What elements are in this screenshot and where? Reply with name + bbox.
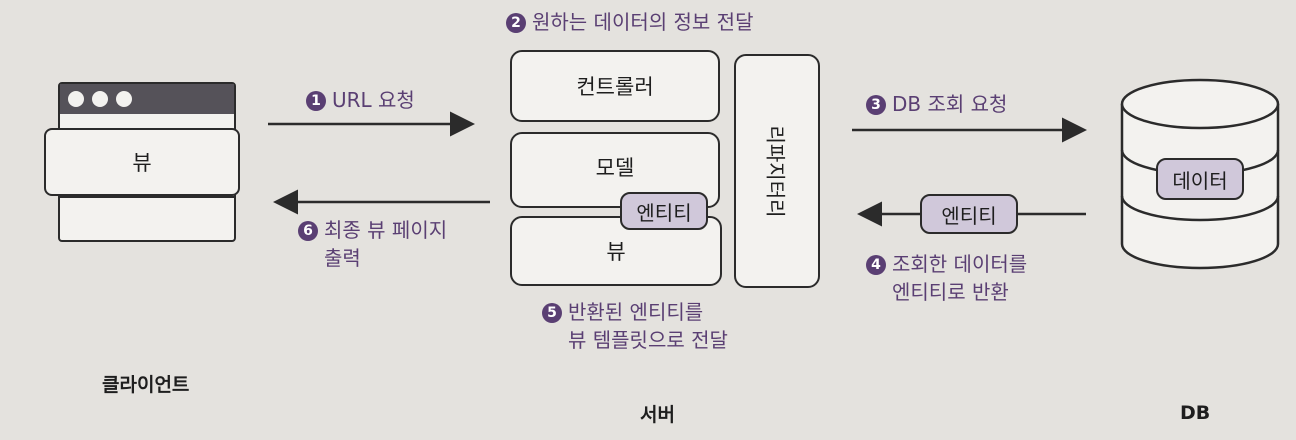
step-1-number: 1: [306, 91, 326, 111]
client-caption: 클라이언트: [102, 374, 190, 396]
step-2-text: 원하는 데이터의 정보 전달: [532, 10, 754, 34]
browser-dot-icon: [92, 91, 108, 107]
model-entity-badge: 엔티티: [620, 192, 708, 230]
server-view-label: 뷰: [606, 240, 626, 264]
returned-entity-label: 엔티티: [941, 203, 997, 228]
step-5-label: 5 반환된 엔티티를 뷰 템플릿으로 전달: [542, 298, 728, 354]
browser-line: [60, 196, 234, 198]
step-2-label: 2 원하는 데이터의 정보 전달: [506, 8, 753, 36]
db-data-badge: 데이터: [1156, 158, 1244, 200]
step-6-line2: 출력: [324, 246, 361, 270]
step-3-number: 3: [866, 95, 886, 115]
browser-titlebar: [60, 84, 234, 114]
db-data-label: 데이터: [1172, 168, 1228, 193]
client-view-label: 뷰: [132, 151, 152, 175]
repository-label: 리파지터리: [763, 125, 788, 217]
browser-dot-icon: [116, 91, 132, 107]
step-4-label: 4 조회한 데이터를 엔티티로 반환: [866, 250, 1027, 306]
server-caption: 서버: [640, 404, 675, 426]
step-4-line2: 엔티티로 반환: [892, 280, 1009, 304]
controller-box: 컨트롤러: [510, 50, 720, 122]
step-6-number: 6: [298, 221, 318, 241]
db-caption: DB: [1180, 402, 1211, 424]
step-3-text: DB 조회 요청: [892, 92, 1008, 116]
browser-dot-icon: [68, 91, 84, 107]
step-5-line1: 반환된 엔티티를: [568, 300, 704, 324]
step-6-line1: 최종 뷰 페이지: [324, 218, 448, 242]
step-1-text: URL 요청: [332, 88, 415, 112]
step-4-line1: 조회한 데이터를: [892, 252, 1028, 276]
controller-label: 컨트롤러: [576, 75, 654, 99]
step-6-label: 6 최종 뷰 페이지 출력: [298, 216, 447, 272]
step-2-number: 2: [506, 13, 526, 33]
model-entity-label: 엔티티: [636, 200, 692, 225]
repository-box: 리파지터리: [734, 54, 820, 288]
step-4-number: 4: [866, 255, 886, 275]
returned-entity-badge: 엔티티: [920, 194, 1018, 234]
step-3-label: 3 DB 조회 요청: [866, 90, 1007, 118]
step-5-line2: 뷰 템플릿으로 전달: [568, 328, 728, 352]
client-view-box: 뷰: [44, 128, 240, 196]
model-label: 모델: [595, 156, 635, 180]
step-5-number: 5: [542, 303, 562, 323]
step-1-label: 1 URL 요청: [306, 86, 415, 114]
